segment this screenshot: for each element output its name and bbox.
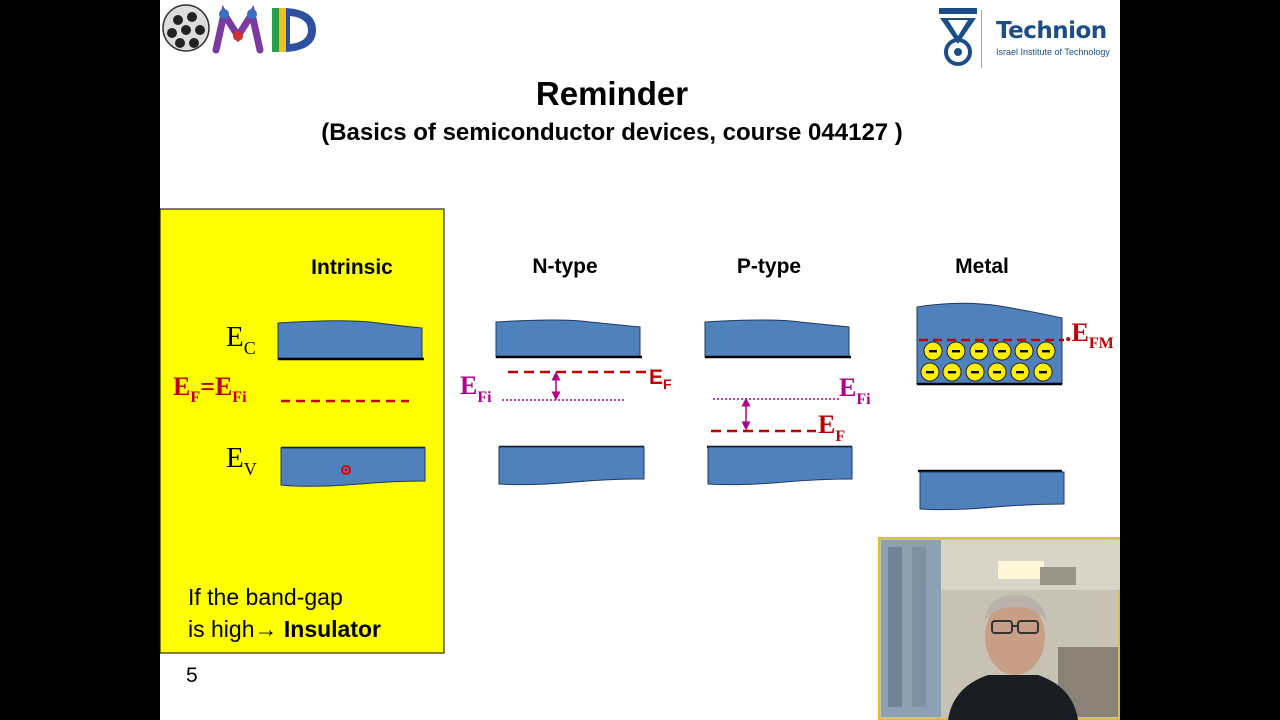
ev-label: EV	[226, 442, 257, 479]
ec-label: EC	[226, 321, 256, 358]
intrinsic-conduction-band	[277, 320, 423, 360]
electron-row-top	[923, 341, 1056, 361]
technion-tagline: Israel Institute of Technology	[996, 47, 1110, 57]
ef-efi-label: EF=EFi	[173, 372, 247, 406]
n-valence-band	[498, 446, 645, 486]
webcam-video	[878, 537, 1120, 720]
arrow-right-icon: →	[254, 616, 278, 642]
note-line-1: If the band-gap	[188, 584, 343, 610]
intrinsic-panel	[160, 208, 445, 654]
note-line-2: is high→ Insulator	[188, 616, 381, 642]
metal-efm-label: .EFM	[1065, 318, 1114, 352]
p-ef-label: EF	[818, 410, 845, 445]
slide-title: Reminder	[535, 75, 689, 112]
heading-p-type: P-type	[737, 255, 801, 278]
n-conduction-band	[495, 319, 641, 358]
p-conduction-band	[704, 319, 850, 358]
band-diagram: Intrinsic N-type P-type Metal EC EV EF=E…	[160, 208, 1114, 654]
n-efi-label: EFi	[460, 371, 492, 406]
p-efi-label: EFi	[839, 373, 871, 408]
intrinsic-valence-band	[280, 447, 426, 487]
technion-emblem-icon	[939, 8, 982, 68]
molecule-m-icon	[212, 4, 264, 54]
slide: Technion Israel Institute of Technology …	[160, 0, 1120, 720]
technion-name: Technion	[996, 18, 1107, 44]
page-number: 5	[186, 664, 198, 687]
heading-n-type: N-type	[532, 255, 597, 278]
electron-row-bottom	[920, 362, 1053, 382]
electron-sea	[920, 341, 1056, 382]
fullerene-icon	[162, 4, 210, 52]
heading-metal: Metal	[955, 255, 1009, 278]
heading-intrinsic: Intrinsic	[311, 256, 393, 279]
omd-logo	[162, 4, 316, 54]
pointer-dot	[341, 465, 351, 475]
p-valence-band	[707, 446, 853, 486]
d-letter-icon	[272, 8, 316, 52]
slide-subtitle: (Basics of semiconductor devices, course…	[321, 119, 903, 146]
n-ef-label: EF	[649, 366, 672, 392]
metal-valence-band	[919, 471, 1065, 511]
